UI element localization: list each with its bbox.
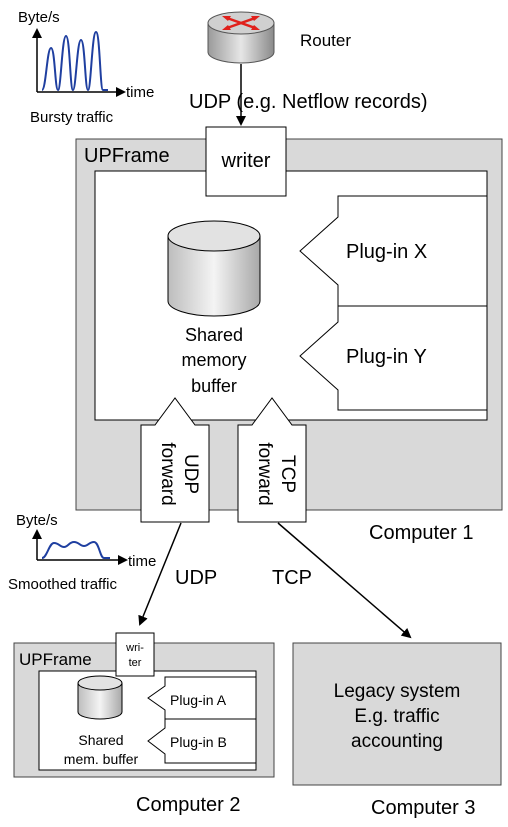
computer-1-label: Computer 1: [369, 522, 474, 544]
computer-1-upframe-label: UPFrame: [84, 145, 170, 167]
tcp-forward-label-line-1: TCP: [277, 455, 298, 493]
writer-2-label-line-1: wri-: [125, 642, 144, 654]
tcp-link-label: TCP: [272, 567, 312, 589]
computer-3: Legacy system E.g. traffic accounting Co…: [292, 642, 502, 819]
writer-2-label-line-2: ter: [129, 657, 142, 669]
tcp-forward-box: [237, 397, 307, 523]
buffer-2-label-line-1: Shared: [78, 732, 123, 748]
plugin-y-label: Plug-in Y: [346, 346, 427, 368]
shared-memory-buffer-icon: [167, 220, 261, 317]
udp-link-arrow: [138, 522, 182, 626]
tcp-forward-label-line-2: forward: [254, 442, 275, 505]
computer-1: UPFrame Computer 1 writer Shared memory …: [75, 126, 503, 544]
udp-link-label: UDP: [175, 567, 217, 589]
buffer-2-label-line-2: mem. buffer: [64, 751, 139, 767]
plugin-y-box: [299, 305, 488, 411]
writer-1-label: writer: [221, 150, 271, 172]
buffer-1-label-line-2: memory: [181, 350, 246, 370]
bursty-traffic-curve: [41, 30, 108, 92]
udp-forward-label-line-1: UDP: [180, 454, 201, 494]
plugin-b-label: Plug-in B: [170, 734, 227, 750]
tcp-link-arrow: [277, 522, 412, 639]
computer-2: UPFrame Computer 2 wri- ter Shared mem. …: [13, 632, 275, 816]
plugin-x-box: [299, 195, 488, 307]
udp-input-label: UDP (e.g. Netflow records): [189, 91, 428, 113]
smoothed-ylabel: Byte/s: [16, 512, 58, 529]
router-label: Router: [300, 31, 351, 50]
plugin-a-box: [147, 676, 257, 720]
buffer-1-label-line-3: buffer: [191, 376, 237, 396]
bursty-ylabel: Byte/s: [18, 9, 60, 26]
legacy-system-line-1: Legacy system: [334, 681, 461, 702]
plugin-x-label: Plug-in X: [346, 241, 427, 263]
bursty-xlabel: time: [126, 84, 154, 101]
bursty-traffic-chart: Byte/s time Bursty traffic: [18, 9, 154, 126]
shared-mem-buffer-2-icon: [77, 675, 123, 720]
writer-1-box: [205, 126, 287, 197]
computer-2-upframe-label: UPFrame: [19, 650, 92, 669]
smoothed-caption: Smoothed traffic: [8, 576, 117, 593]
udp-forward-label-line-2: forward: [157, 442, 178, 505]
smoothed-xlabel: time: [128, 553, 156, 570]
udp-forward-box: [140, 397, 210, 523]
legacy-system-line-2: E.g. traffic: [354, 706, 439, 727]
router-arrows-icon: [222, 16, 260, 30]
legacy-system-line-3: accounting: [351, 731, 443, 752]
computer-2-label: Computer 2: [136, 794, 241, 816]
buffer-1-label-line-1: Shared: [185, 325, 243, 345]
router: Router: [207, 11, 351, 64]
plugin-a-label: Plug-in A: [170, 692, 227, 708]
smoothed-traffic-curve: [41, 540, 110, 559]
writer-2-box: [115, 632, 155, 677]
legacy-system-box: [292, 642, 502, 786]
bursty-caption: Bursty traffic: [30, 109, 114, 126]
smoothed-traffic-chart: Byte/s time Smoothed traffic: [8, 512, 156, 593]
computer-3-label: Computer 3: [371, 797, 476, 819]
plugin-b-box: [147, 718, 257, 764]
